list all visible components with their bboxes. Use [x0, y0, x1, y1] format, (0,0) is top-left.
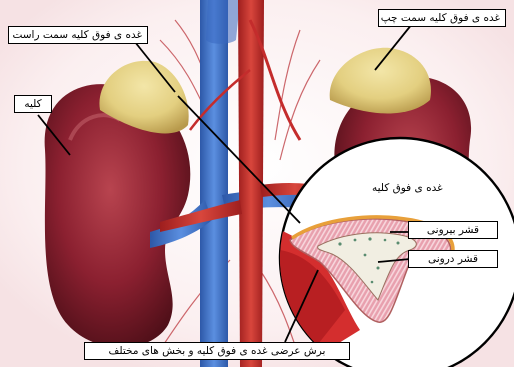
label-medulla: قشر درونی — [408, 250, 498, 268]
label-cross-section: برش عرضی غده ی فوق کلیه و بخش های مختلف — [84, 342, 350, 360]
label-kidney: کلیه — [14, 95, 52, 113]
label-left-adrenal: غده ی فوق کلیه سمت چپ — [378, 9, 506, 27]
label-cortex: قشر بیرونی — [408, 221, 498, 239]
label-right-adrenal: غده ی فوق کلیه سمت راست — [8, 26, 148, 44]
inset-title: غده ی فوق کلیه — [372, 181, 443, 195]
